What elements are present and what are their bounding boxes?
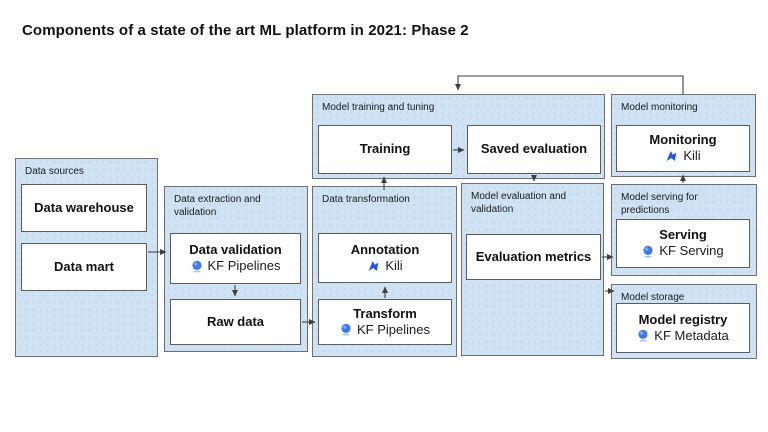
kili-icon: [665, 150, 678, 162]
container-label: Model training and tuning: [322, 102, 435, 113]
kili-icon: [367, 260, 380, 272]
kubeflow-pipelines-icon: [191, 260, 203, 273]
kubeflow-pipelines-icon: [642, 245, 654, 258]
tool-label: KF Metadata: [654, 327, 729, 343]
box-serving: Serving KF Serving: [616, 219, 750, 268]
container-label: Model serving for predictions: [621, 192, 698, 216]
container-label: Data extraction and validation: [174, 194, 261, 218]
tool-label: Kili: [385, 257, 403, 273]
tool-label: KF Pipelines: [207, 258, 281, 274]
tool-label: Kili: [683, 148, 701, 164]
box-title: Model registry: [638, 311, 728, 327]
box-title: Transform: [353, 305, 417, 321]
box-monitoring: Monitoring Kili: [616, 125, 750, 172]
box-title: Serving: [659, 227, 707, 243]
box-title: Monitoring: [649, 132, 717, 148]
box-evaluation-metrics: Evaluation metrics: [466, 234, 601, 280]
box-raw-data: Raw data: [170, 299, 301, 345]
box-data-mart: Data mart: [21, 243, 147, 291]
box-title: Saved evaluation: [480, 141, 588, 157]
box-annotation: Annotation Kili: [318, 233, 452, 283]
box-training: Training: [318, 125, 452, 174]
box-model-registry: Model registry KF Metadata: [616, 303, 750, 353]
kubeflow-pipelines-icon: [340, 323, 352, 336]
box-data-warehouse: Data warehouse: [21, 184, 147, 232]
tool-label: KF Pipelines: [357, 321, 430, 337]
box-title: Data warehouse: [34, 199, 134, 215]
container-label: Model storage: [621, 292, 685, 303]
box-title: Annotation: [350, 241, 420, 257]
box-title: Raw data: [206, 313, 265, 329]
box-title: Evaluation metrics: [475, 248, 592, 264]
box-data-validation: Data validation KF Pipelines: [170, 233, 301, 284]
box-saved-evaluation: Saved evaluation: [467, 125, 601, 174]
kubeflow-pipelines-icon: [637, 329, 649, 342]
box-title: Data mart: [54, 258, 114, 274]
box-title: Data validation: [189, 242, 282, 258]
page-title: Components of a state of the art ML plat…: [22, 22, 469, 39]
box-transform: Transform KF Pipelines: [318, 299, 452, 345]
container-label: Data transformation: [322, 194, 410, 205]
box-title: Training: [359, 141, 411, 157]
tool-label: KF Serving: [659, 243, 724, 259]
container-label: Data sources: [25, 166, 84, 177]
container-label: Model monitoring: [621, 102, 698, 113]
container-label: Model evaluation and validation: [471, 191, 567, 215]
